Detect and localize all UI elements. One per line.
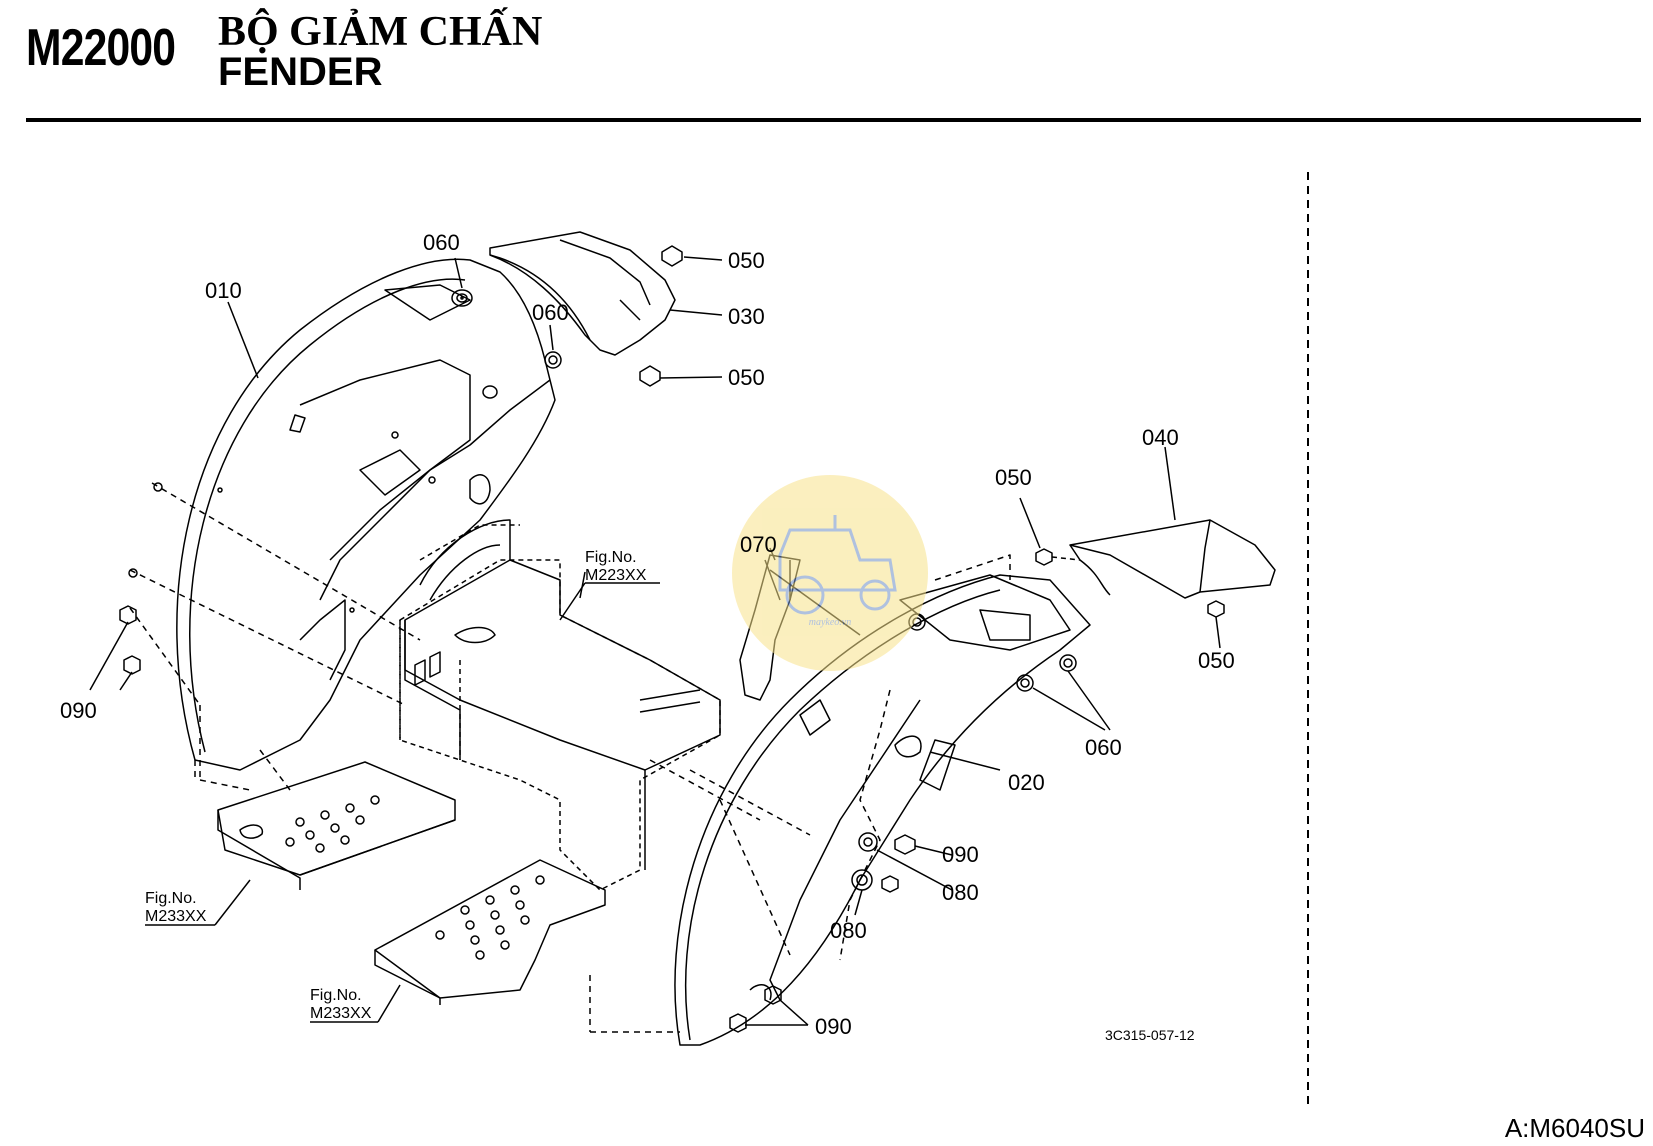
step-right-m233xx-lower (374, 859, 606, 1005)
left-fender-010 (176, 258, 556, 771)
nuts-060-right (1016, 654, 1111, 731)
bolt-050-top (661, 245, 723, 267)
step-left-m233xx-upper (217, 761, 456, 890)
section-code: M22000 (26, 19, 176, 77)
maykeo-watermark: maykeo.vn (732, 475, 928, 671)
callout-030: 030 (728, 304, 765, 329)
header-rule (26, 118, 1641, 122)
callout-010: 010 (205, 278, 242, 303)
callout-090-right-upper: 090 (942, 842, 979, 867)
callout-070: 070 (740, 532, 777, 557)
callout-050-right-bottom: 050 (1198, 648, 1235, 673)
bolts-090-left (89, 605, 141, 691)
watermark-text: maykeo.vn (809, 617, 851, 628)
callout-050-right-top: 050 (995, 465, 1032, 490)
bolt-050-right-bottom (1207, 600, 1225, 649)
rear-cover-040 (1069, 519, 1276, 599)
bolt-050-right-top (1019, 497, 1081, 566)
rear-cover-030 (489, 231, 676, 356)
nut-060-left-b (544, 324, 562, 369)
fig-ref-step-left-code: M233XX (145, 908, 207, 925)
callout-040: 040 (1142, 425, 1179, 450)
fig-ref-step-right-label: Fig.No. (310, 987, 362, 1004)
nut-060-left-a (454, 257, 464, 300)
callout-060-top: 060 (423, 230, 460, 255)
fig-ref-step-left-label: Fig.No. (145, 890, 197, 907)
bolt-090-right-upper (894, 834, 953, 856)
washer-080-upper (858, 832, 953, 891)
title-vietnamese: BỘ GIẢM CHẤN (218, 9, 543, 55)
fig-ref-frame-label: Fig.No. (585, 549, 637, 566)
fig-ref-frame-code: M223XX (585, 567, 647, 584)
callout-060-mid: 060 (532, 300, 569, 325)
callout-050-top: 050 (728, 248, 765, 273)
bolt-050-mid (639, 365, 723, 387)
callout-020: 020 (1008, 770, 1045, 795)
callout-080-upper: 080 (942, 880, 979, 905)
frame-m223xx-solid (404, 519, 721, 870)
callout-090-right-lower: 090 (815, 1014, 852, 1039)
callout-050-mid: 050 (728, 365, 765, 390)
model-footer: A:M6040SU (1504, 1113, 1645, 1143)
washer-080-lower (851, 869, 873, 916)
right-fender-020 (674, 574, 1091, 1046)
bolts-090-right-lower (729, 985, 809, 1033)
callout-060-right: 060 (1085, 735, 1122, 760)
fig-ref-step-right-code: M233XX (310, 1005, 372, 1022)
callout-080-lower: 080 (830, 918, 867, 943)
title-english: FENDER (218, 50, 383, 94)
callout-090-left: 090 (60, 698, 97, 723)
drawing-number: 3C315-057-12 (1105, 1027, 1195, 1043)
